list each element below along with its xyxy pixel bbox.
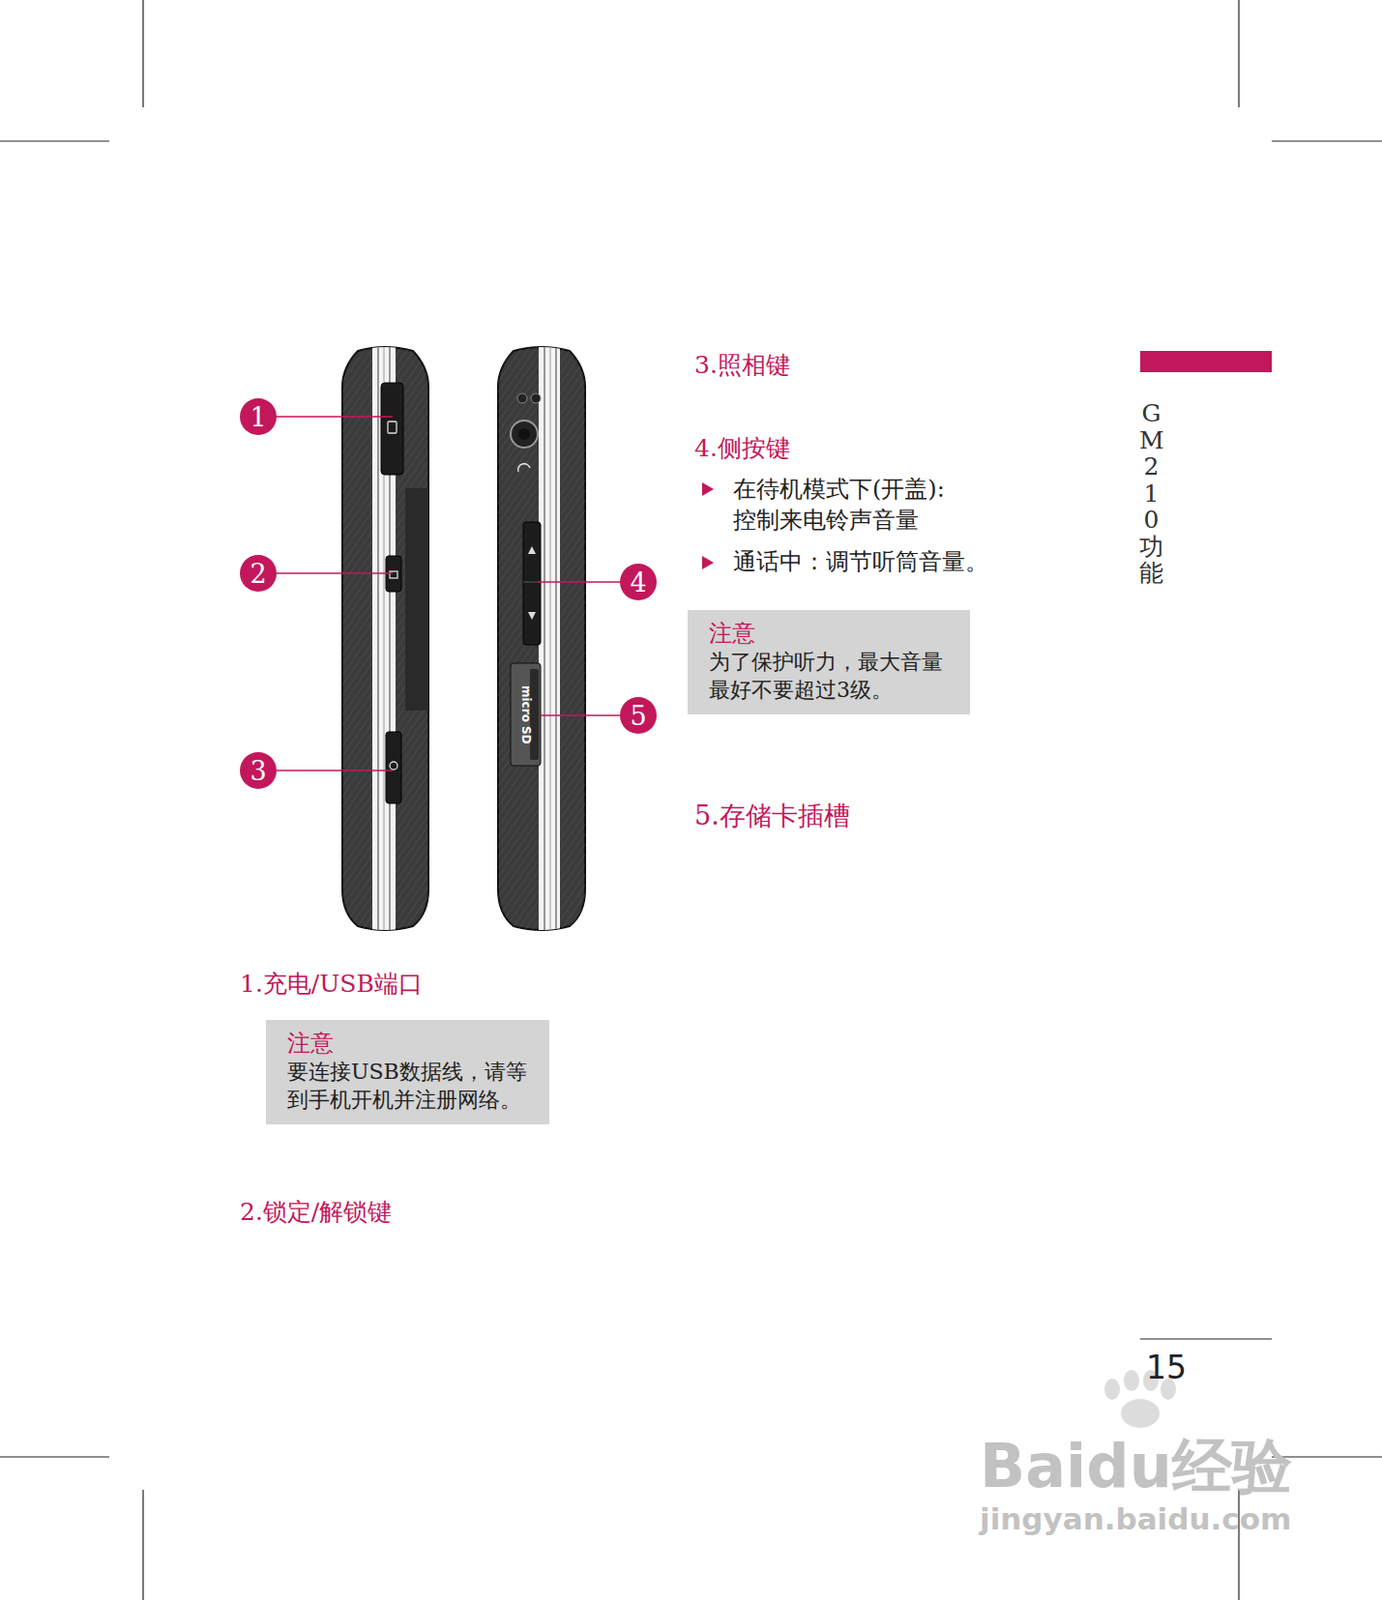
- part-heading: 1.充电/USB端口: [239, 969, 423, 1000]
- watermark-url: jingyan.baidu.com: [979, 1500, 1292, 1539]
- callout-number: 1: [239, 398, 277, 436]
- note-heading: 注意: [287, 1029, 529, 1059]
- phone-right-side: [498, 343, 586, 936]
- chapter-tab: [1140, 351, 1272, 373]
- part-heading: 2.锁定/解锁键: [239, 1197, 392, 1228]
- callout-text: 1: [249, 402, 266, 433]
- note-body: 要连接USB数据线，请等到手机开机并注册网络。: [287, 1058, 529, 1115]
- note-body: 为了保护听力，最大音量最好不要超过3级。: [708, 647, 949, 705]
- slot-marking: micro SD: [520, 685, 532, 745]
- part-heading: 4.侧按键: [694, 433, 791, 464]
- callout-number: 2: [239, 555, 277, 592]
- page-rule: [1140, 1338, 1272, 1340]
- phone-left-side: [342, 343, 430, 936]
- callout-number: 5: [619, 697, 657, 735]
- callout-number: 3: [239, 752, 277, 790]
- part-heading: 3.照相键: [694, 350, 791, 381]
- callout-text: 5: [629, 701, 647, 732]
- chapter-title: GM210功能: [1139, 400, 1164, 588]
- bullet: [702, 556, 714, 570]
- watermark: Baidu经验: [979, 1429, 1293, 1505]
- callout-text: 3: [249, 756, 266, 787]
- callout-text: 4: [629, 567, 647, 598]
- part-heading: 5.存储卡插槽: [694, 799, 851, 833]
- bullet-text: 在待机模式下(开盖): 控制来电铃声音量: [733, 473, 971, 536]
- page-number: 15: [1146, 1348, 1187, 1388]
- callout-number: 4: [619, 563, 657, 601]
- callout-text: 2: [249, 558, 266, 589]
- note-box: 注意为了保护听力，最大音量最好不要超过3级。: [687, 610, 971, 715]
- bullet-text: 通话中：调节听筒音量。: [733, 547, 989, 577]
- leader-lines: [276, 416, 620, 771]
- note-heading: 注意: [708, 618, 949, 648]
- bullet: [702, 482, 714, 497]
- note-box: 注意要连接USB数据线，请等到手机开机并注册网络。: [265, 1020, 550, 1125]
